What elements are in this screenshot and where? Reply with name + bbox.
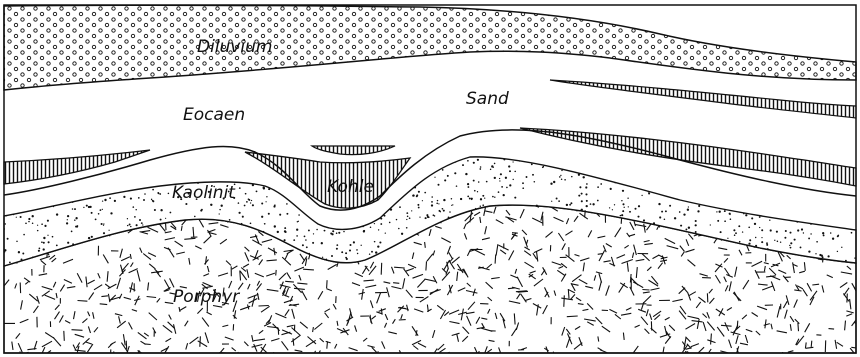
label-kohle: Kohle [327, 177, 374, 197]
hatched-seam-upper [550, 80, 856, 118]
label-sand: Sand [466, 89, 509, 109]
label-kaolinit: Kaolinit [172, 183, 236, 203]
label-porphyr: Porphyr [173, 287, 240, 307]
label-eocaen: Eocaen [183, 105, 245, 125]
label-diluvium: Diluvium [197, 37, 272, 57]
diluvium-layer [4, 5, 856, 90]
coal-lens [312, 146, 395, 155]
